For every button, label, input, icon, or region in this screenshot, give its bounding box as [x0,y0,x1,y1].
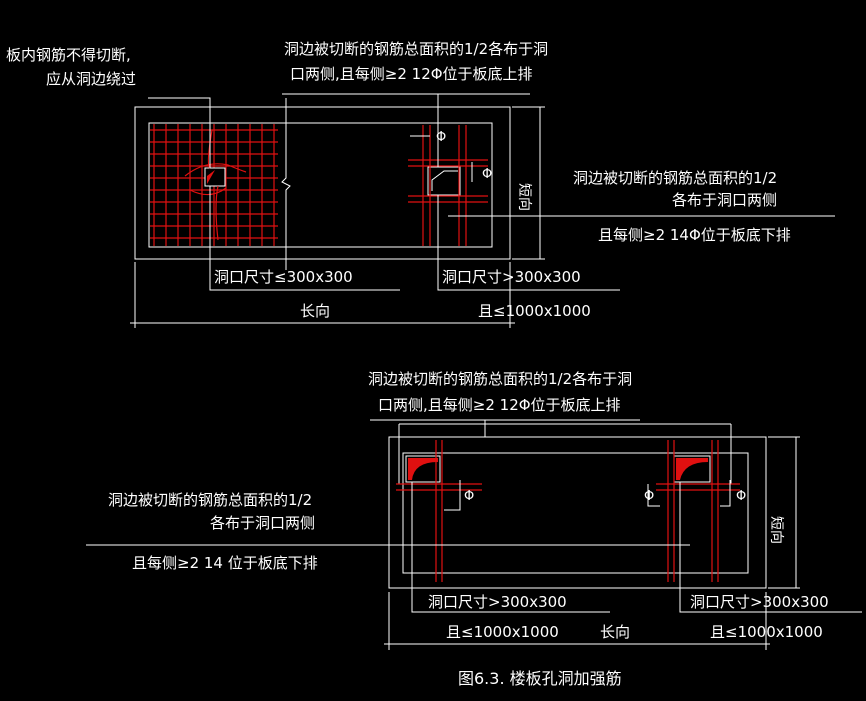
top-bend-bar-3 [207,129,213,169]
top-left-note-line2: 应从洞边绕过 [46,70,136,88]
bottom-phi-leader-3 [720,480,731,507]
bottom-hole-right-leader [679,482,862,613]
top-large-hole-label1: 洞口尺寸>300x300 [442,268,581,286]
top-large-hole-corner [431,170,458,191]
figure-caption: 图6.3. 楼板孔洞加强筋 [458,669,622,688]
top-large-hole-label2: 且≤1000x1000 [478,302,591,320]
bottom-top-note-line2: 口两侧,且每侧≥2 12Φ位于板底上排 [378,396,621,414]
top-slab-outer [134,106,511,260]
top-small-hole-label: 洞口尺寸≤300x300 [214,268,353,286]
top-short-dir-label: 短向 [516,183,532,211]
bottom-right-hole-rebar [656,440,740,582]
bottom-hole-left-label2: 且≤1000x1000 [446,623,559,641]
bottom-slab-outer [388,436,767,589]
top-left-note-line1: 板内钢筋不得切断, [6,46,131,64]
top-large-hole-leader [437,195,620,291]
bottom-phi-leader-2 [647,484,660,507]
bottom-slab-drawing: Φ Φ Φ 短向 洞边被切断的钢筋总面积的1/2各布于洞 口两侧,且每侧≥2 1… [86,370,862,650]
bottom-hole-right-label1: 洞口尺寸>300x300 [690,593,829,611]
top-right-note-line1: 洞边被切断的钢筋总面积的1/2 [573,169,777,187]
top-break-line [281,98,291,270]
top-long-dir-label: 长向 [300,302,330,320]
top-slab-inner [148,122,493,248]
bottom-left-note-line1: 洞边被切断的钢筋总面积的1/2 [108,491,312,509]
top-phi-label-2: Φ [482,167,492,182]
top-top-note-line1: 洞边被切断的钢筋总面积的1/2各布于洞 [284,40,548,58]
top-phi-label-1: Φ [436,130,446,145]
top-bend-bar-2 [189,187,227,196]
bottom-slab-inner [402,452,749,574]
bottom-short-dir-label: 短向 [768,516,784,544]
top-bend-bar-4 [215,185,219,241]
bottom-left-note-line3: 且每侧≥2 14 位于板底下排 [132,554,318,572]
top-large-hole-rebar [408,125,488,246]
top-small-hole-fill [207,170,215,184]
top-bend-bar-1 [184,163,247,177]
bottom-long-dir-label: 长向 [600,623,630,641]
top-small-hole [204,167,226,187]
bottom-right-hole-fill [676,458,708,480]
bottom-hole-left-leader [411,482,610,613]
bottom-hole-left-label1: 洞口尺寸>300x300 [428,593,567,611]
bottom-left-hole-rebar [396,440,482,582]
bottom-phi-label-1: Φ [464,489,474,504]
top-top-note-line2: 口两侧,且每侧≥2 12Φ位于板底上排 [290,65,533,83]
bottom-left-hole-fill [408,458,438,480]
top-large-hole [427,166,461,196]
top-right-note-line2: 各布于洞口两侧 [672,191,777,209]
bottom-left-note-line2: 各布于洞口两侧 [210,514,315,532]
top-slab-drawing: Φ Φ 短向 洞边被切断的钢筋总面积的1/2各布于洞 口两侧,且每侧≥2 12Φ… [6,40,835,328]
bottom-phi-label-3: Φ [736,489,746,504]
bottom-top-note-line1: 洞边被切断的钢筋总面积的1/2各布于洞 [368,370,632,388]
bottom-phi-leader-1 [444,480,461,511]
bottom-phi-label-2: Φ [644,489,654,504]
top-left-rebar-grid [150,124,278,246]
top-right-note-line3: 且每侧≥2 14Φ位于板底下排 [598,226,791,244]
top-small-hole-leader [209,186,400,291]
top-left-leader [148,97,211,168]
